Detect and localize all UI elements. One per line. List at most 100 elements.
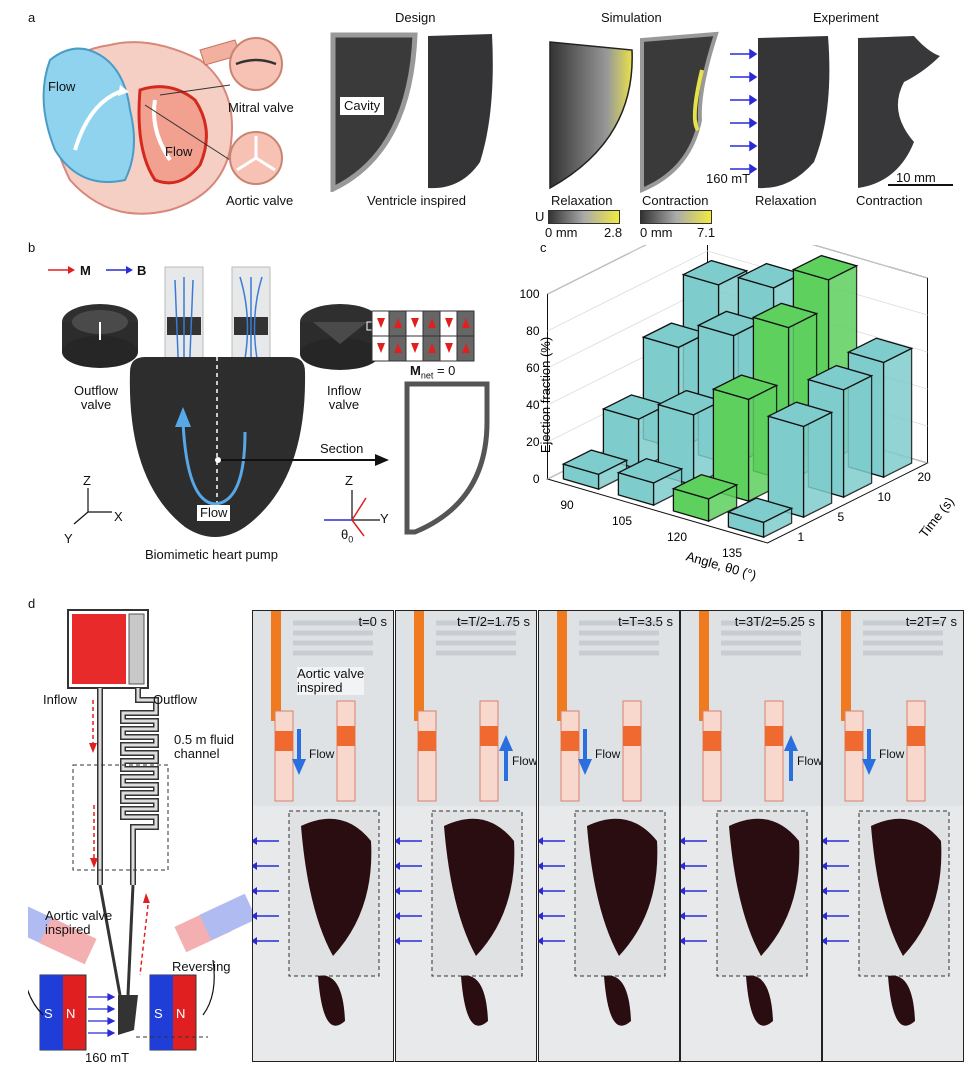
sim-relaxation-label: Relaxation <box>551 193 613 208</box>
experiment-arrows <box>730 36 953 189</box>
pump-caption: Biomimetic heart pump <box>145 547 278 562</box>
magnet-right-s: S <box>154 1006 163 1021</box>
bar-side <box>842 374 873 499</box>
simulation-relaxation <box>549 41 633 190</box>
angle-tick-label: 105 <box>612 514 632 528</box>
mitral-valve-icon <box>229 37 283 91</box>
bar-105-1 <box>616 457 684 507</box>
scale2-min: 0 mm <box>640 225 673 240</box>
bar-90-1 <box>561 449 629 491</box>
legend-arrows <box>48 266 133 274</box>
inflow-valve-label: Inflow valve <box>327 383 361 412</box>
frame-3: t=3T/2=5.25 s Flow <box>680 610 822 1062</box>
frame-scene <box>253 611 393 1061</box>
axis2-y: Y <box>380 511 389 526</box>
outflow-valve-label: Outflow valve <box>74 383 119 412</box>
chart-gridline <box>547 245 928 295</box>
theta-axes <box>324 490 380 537</box>
time-tick-label: 10 <box>878 490 892 504</box>
magnet-left-s: S <box>44 1006 53 1021</box>
bar-top <box>806 364 874 391</box>
bar-top <box>766 401 834 428</box>
legend-m: M <box>80 263 91 278</box>
chart-back-walls <box>547 245 928 479</box>
heart-flow-right: Flow <box>165 144 193 159</box>
frame-time: t=3T/2=5.25 s <box>734 614 815 629</box>
frame-scene <box>823 611 963 1061</box>
frame-scene <box>396 611 536 1061</box>
aortic-valve-label: Aortic valve <box>226 193 294 208</box>
frame-flow-label: Flow <box>512 754 537 768</box>
bar-top <box>846 337 914 364</box>
bar-120-1 <box>671 473 739 523</box>
bar-side <box>802 411 833 519</box>
frame-aortic-label: Aortic valve inspired <box>297 666 365 695</box>
aortic-schematic-label: Aortic valve inspired <box>45 908 113 937</box>
aortic-valve-icon <box>229 131 283 185</box>
panel-a-label: a <box>28 10 36 25</box>
time-tick-label: 20 <box>918 470 932 484</box>
pump-flow-label: Flow <box>197 505 231 521</box>
y-tick-label: 100 <box>520 287 540 301</box>
panel-d-label: d <box>28 596 36 611</box>
frame-flow-label: Flow <box>879 747 905 761</box>
mitral-valve-label: Mitral valve <box>228 100 294 115</box>
color-scale-u: U <box>535 209 545 224</box>
angle-tick-label: 120 <box>667 530 687 544</box>
frame-scene <box>681 611 821 1061</box>
color-scale-1 <box>548 210 620 224</box>
frame-4: t=2T=7 s Flow <box>822 610 964 1062</box>
bar-front <box>767 415 805 518</box>
field-strength-d: 160 mT <box>85 1050 130 1065</box>
frame-flow-label: Flow <box>797 754 822 768</box>
bar-top <box>561 449 629 476</box>
legend-b: B <box>137 263 147 278</box>
magnet-right-n: N <box>176 1006 186 1021</box>
frame-scene <box>539 611 679 1061</box>
bar-top <box>711 374 779 401</box>
frame-time: t=2T=7 s <box>905 614 957 629</box>
bar-top <box>726 497 794 524</box>
frame-flow-label: Flow <box>595 747 621 761</box>
bar-top <box>791 254 859 281</box>
time-tick-label: 1 <box>798 530 805 544</box>
bar-side <box>882 347 913 479</box>
magnet-left-n: N <box>66 1006 76 1021</box>
angle-tick-label: 135 <box>722 546 742 560</box>
field-strength-a: 160 mT <box>706 171 751 186</box>
bar-top <box>671 473 739 500</box>
design-header: Design <box>395 10 436 25</box>
reversing-label: Reversing <box>172 959 231 974</box>
simulation-contraction <box>640 31 719 194</box>
xyz-axes <box>73 488 112 525</box>
bar-top <box>681 259 749 286</box>
theta-label: θ <box>341 527 349 542</box>
panel-c-label: c <box>540 240 547 255</box>
magnetization-pattern <box>371 310 477 362</box>
bar-135-5 <box>766 401 834 519</box>
cavity-label: Cavity <box>340 97 385 115</box>
frame-flow-label: Flow <box>309 747 335 761</box>
heart-pump-diagram <box>62 266 490 537</box>
scalebar-label: 10 mm <box>896 170 936 185</box>
design-caption: Ventricle inspired <box>367 193 466 208</box>
scale1-max: 2.8 <box>604 225 623 240</box>
bar-top <box>616 457 684 484</box>
scale2-max: 7.1 <box>697 225 716 240</box>
frame-1: t=T/2=1.75 s Flow <box>395 610 537 1062</box>
heart-illustration <box>42 39 241 215</box>
y-axis-label: Ejection fraction (%) <box>538 337 553 453</box>
outflow-label: Outflow <box>153 692 198 707</box>
section-label: Section <box>320 441 364 456</box>
simulation-header: Simulation <box>601 10 662 25</box>
y-tick-label: 40 <box>526 398 540 412</box>
frame-time: t=T/2=1.75 s <box>457 614 530 629</box>
scale1-min: 0 mm <box>545 225 578 240</box>
exp-contraction-label: Contraction <box>856 193 923 208</box>
ventricle-photo <box>428 34 493 189</box>
heart-flow-left: Flow <box>48 79 76 94</box>
color-scale-2 <box>640 210 712 224</box>
inflow-label: Inflow <box>43 692 77 707</box>
